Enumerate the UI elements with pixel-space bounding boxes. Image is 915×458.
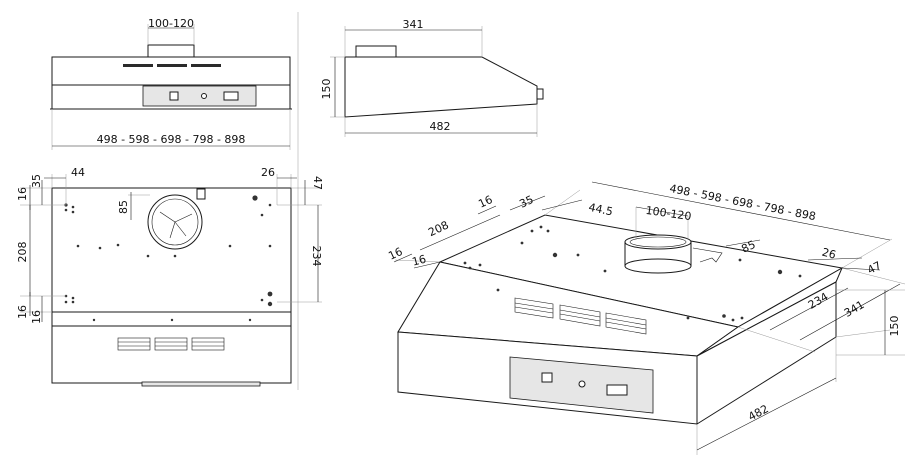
iso-right-margin-label: 26 xyxy=(820,246,837,262)
plan-outer-16-bottom-label: 16 xyxy=(16,305,29,319)
side-depth-label: 482 xyxy=(430,120,451,133)
plan-left-span-label: 208 xyxy=(16,242,29,263)
plan-top-left-offset-label: 35 xyxy=(30,174,43,188)
front-switch-left xyxy=(169,91,179,101)
iso-light-indicator xyxy=(578,380,586,388)
iso-duct-bracket xyxy=(692,247,723,263)
plan-motor-bracket xyxy=(196,188,206,200)
plan-top-right-offset-label: 47 xyxy=(311,176,324,190)
plan-fascia xyxy=(51,325,292,384)
front-control-panel xyxy=(142,85,257,107)
side-hood-profile xyxy=(344,56,538,118)
front-width-range-label: 498 - 598 - 698 - 798 - 898 xyxy=(97,133,246,146)
side-duct xyxy=(355,45,397,58)
plan-inner-16-bottom-label: 16 xyxy=(30,310,43,324)
front-duct-width-label: 100-120 xyxy=(148,17,194,30)
front-view: 100-120 498 - 598 - 698 - 798 - 898 xyxy=(50,17,292,150)
iso-duct-width-label: 100-120 xyxy=(645,204,692,223)
iso-depth-482-label: 482 xyxy=(746,402,771,423)
side-top-length-label: 341 xyxy=(403,18,424,31)
iso-offset-16-left-label: 16 xyxy=(386,245,404,263)
iso-height-label: 150 xyxy=(888,316,901,337)
side-view: 341 150 482 xyxy=(320,18,544,137)
isometric-view: 498 - 598 - 698 - 798 - 898 100-120 85 4… xyxy=(386,181,906,455)
front-vent-mid xyxy=(157,64,187,67)
bottom-view: 44 26 35 16 208 16 16 85 47 234 xyxy=(16,166,324,387)
plan-outer-16-top-label: 16 xyxy=(16,187,29,201)
iso-switch-left xyxy=(541,372,553,383)
iso-span-208-label: 208 xyxy=(426,218,451,239)
plan-duct-offset-label: 85 xyxy=(117,200,130,214)
iso-offset-16-top-label: 16 xyxy=(476,193,494,211)
iso-depth-341-label: 341 xyxy=(842,298,867,320)
iso-right-offset-47-label: 47 xyxy=(865,259,883,277)
front-hood-top xyxy=(51,56,291,86)
front-vent-right xyxy=(191,64,221,67)
front-light-indicator xyxy=(201,93,207,99)
side-knob xyxy=(536,88,544,100)
plan-right-span-label: 234 xyxy=(310,246,323,267)
iso-switch-right xyxy=(606,384,628,396)
side-height-label: 150 xyxy=(320,79,333,100)
iso-offset-44-5-label: 44.5 xyxy=(587,201,614,219)
plan-right-margin-label: 26 xyxy=(261,166,275,179)
iso-offset-16-lower-label: 16 xyxy=(411,253,428,269)
front-vent-left xyxy=(123,64,153,67)
front-switch-right xyxy=(223,91,239,101)
iso-offset-35-label: 35 xyxy=(517,193,535,211)
front-duct xyxy=(147,44,195,58)
iso-duct-top xyxy=(624,234,692,250)
iso-duct-offset-label: 85 xyxy=(739,238,757,256)
iso-duct-bottom xyxy=(624,258,692,274)
plan-bottom-edge xyxy=(141,381,261,387)
plan-left-margin-label: 44 xyxy=(71,166,85,179)
